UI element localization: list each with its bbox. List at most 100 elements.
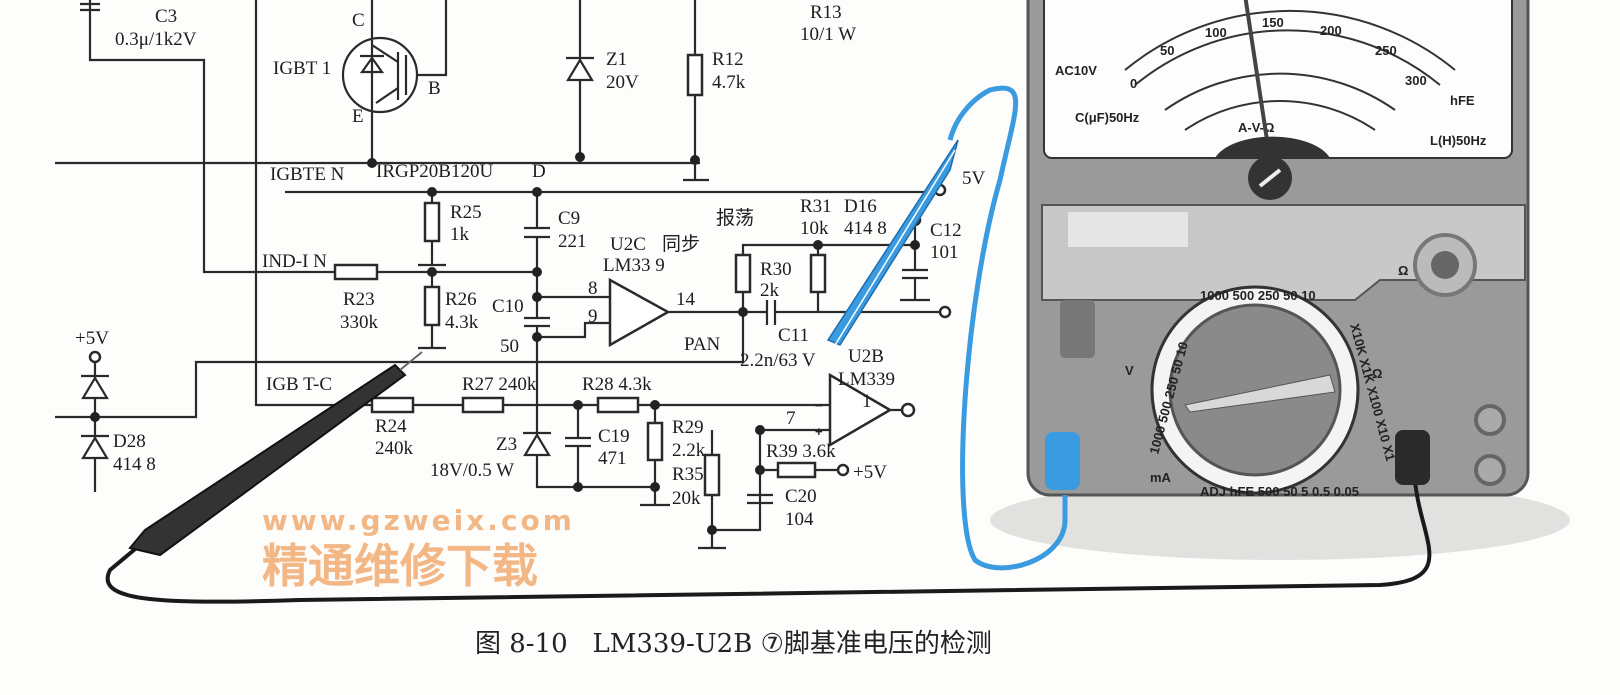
label: R35 bbox=[672, 464, 704, 485]
label: D16 bbox=[844, 196, 877, 217]
test-leads bbox=[105, 85, 1432, 604]
watermark-url: www.gzweix.com bbox=[262, 504, 575, 537]
label: LM339 bbox=[838, 369, 895, 390]
scale-tick-label: 150 bbox=[1262, 15, 1284, 30]
label: C20 bbox=[785, 486, 817, 507]
label: C11 bbox=[778, 325, 809, 346]
resistors bbox=[333, 53, 827, 497]
label: +5V bbox=[75, 328, 109, 349]
label: 221 bbox=[558, 231, 587, 252]
label: 1 bbox=[862, 391, 872, 412]
junction-dots bbox=[90, 152, 920, 535]
label: R12 bbox=[712, 49, 744, 70]
label: 2.2n/63 V bbox=[740, 350, 816, 371]
label: 报荡 bbox=[716, 207, 754, 229]
label: E bbox=[352, 106, 364, 127]
scale-label: C(μF)50Hz bbox=[1075, 110, 1140, 125]
label: IGBTE N bbox=[270, 164, 345, 185]
multimeter: 0 50 100 150 200 250 300 AC10V C(μF)50Hz… bbox=[990, 0, 1570, 560]
label: 20k bbox=[672, 488, 701, 509]
dial-vac-ranges: 1000 500 250 50 10 bbox=[1200, 288, 1316, 303]
scale-label: AC10V bbox=[1055, 63, 1097, 78]
label: R28 4.3k bbox=[582, 374, 652, 395]
label: U2B bbox=[848, 346, 884, 367]
blue-probe-plug bbox=[1045, 432, 1080, 490]
scale-label: L(H)50Hz bbox=[1430, 133, 1487, 148]
label: D bbox=[532, 161, 546, 182]
label: 18V/0.5 W bbox=[430, 460, 514, 481]
component-labels: C3 0.3μ/1k2V C E B IGBT 1 Z1 20V R12 4.7… bbox=[75, 2, 986, 530]
label: C9 bbox=[558, 208, 580, 229]
label: LM33 9 bbox=[603, 255, 665, 276]
label: 101 bbox=[930, 242, 959, 263]
blue-probe bbox=[826, 139, 959, 346]
label: 2.2k bbox=[672, 440, 706, 461]
ohm-adjust-label: Ω bbox=[1398, 263, 1408, 278]
dial-v-label: V bbox=[1125, 363, 1134, 378]
label: R30 bbox=[760, 259, 792, 280]
jack[interactable] bbox=[1474, 404, 1506, 436]
label: B bbox=[428, 78, 441, 99]
label: IGBT 1 bbox=[273, 58, 331, 79]
label: 50 bbox=[500, 336, 519, 357]
label: IRGP20B120U bbox=[376, 161, 493, 182]
jack[interactable] bbox=[1474, 454, 1506, 486]
label: Z1 bbox=[606, 49, 627, 70]
scale-tick-label: 0 bbox=[1130, 76, 1137, 91]
igbt-symbol bbox=[341, 36, 419, 114]
label: 10k bbox=[800, 218, 829, 239]
label: R26 bbox=[445, 289, 477, 310]
dial-ma-ranges: ADJ hFE 500 50 5 0.5 0.05 bbox=[1200, 484, 1359, 499]
label: C bbox=[352, 10, 365, 31]
scale-tick-label: 250 bbox=[1375, 43, 1397, 58]
label: 330k bbox=[340, 312, 379, 333]
label: R13 bbox=[810, 2, 842, 23]
label: PAN bbox=[684, 334, 721, 355]
scale-tick-label: 50 bbox=[1160, 43, 1174, 58]
watermark-text: 精通维修下载 bbox=[262, 539, 538, 593]
scale-tick-label: 100 bbox=[1205, 25, 1227, 40]
diodes bbox=[81, 56, 594, 460]
capacitors bbox=[80, 2, 928, 505]
label: C12 bbox=[930, 220, 962, 241]
meter-scale bbox=[1124, 10, 1456, 131]
black-probe-plug bbox=[1395, 430, 1430, 485]
label: C19 bbox=[598, 426, 630, 447]
label: 2k bbox=[760, 280, 780, 301]
label: R24 bbox=[375, 416, 407, 437]
label: IGB T-C bbox=[266, 374, 332, 395]
meter-function-label: A-V-Ω bbox=[1238, 120, 1274, 135]
label: U2C bbox=[610, 234, 646, 255]
label: 4.7k bbox=[712, 72, 746, 93]
dial-ma-label: mA bbox=[1150, 470, 1172, 485]
label: R27 240k bbox=[462, 374, 537, 395]
meter-needle bbox=[1243, 0, 1272, 161]
label: 10/1 W bbox=[800, 24, 856, 45]
label: 5V bbox=[962, 168, 986, 189]
label: R39 3.6k bbox=[766, 441, 836, 462]
label: 4.3k bbox=[445, 312, 479, 333]
figure-caption: 图 8-10 LM339-U2B ⑦脚基准电压的检测 bbox=[475, 629, 992, 659]
label: 240k bbox=[375, 438, 414, 459]
svg-text:−: − bbox=[815, 398, 823, 413]
label: Z3 bbox=[496, 434, 517, 455]
scale-tick-label: 200 bbox=[1320, 23, 1342, 38]
label: 414 8 bbox=[844, 218, 887, 239]
label: 14 bbox=[676, 289, 696, 310]
label: 104 bbox=[785, 509, 814, 530]
label: 1k bbox=[450, 224, 470, 245]
label: +5V bbox=[853, 462, 887, 483]
label: 8 bbox=[588, 278, 598, 299]
label: 7 bbox=[786, 408, 796, 429]
opamp-u2b bbox=[828, 372, 893, 448]
label: 414 8 bbox=[113, 454, 156, 475]
label: R31 bbox=[800, 196, 832, 217]
label: R25 bbox=[450, 202, 482, 223]
label: 同步 bbox=[662, 233, 700, 255]
label: D28 bbox=[113, 431, 146, 452]
label: C3 bbox=[155, 6, 177, 27]
label: 20V bbox=[606, 72, 639, 93]
opamp-u2c bbox=[608, 277, 671, 348]
